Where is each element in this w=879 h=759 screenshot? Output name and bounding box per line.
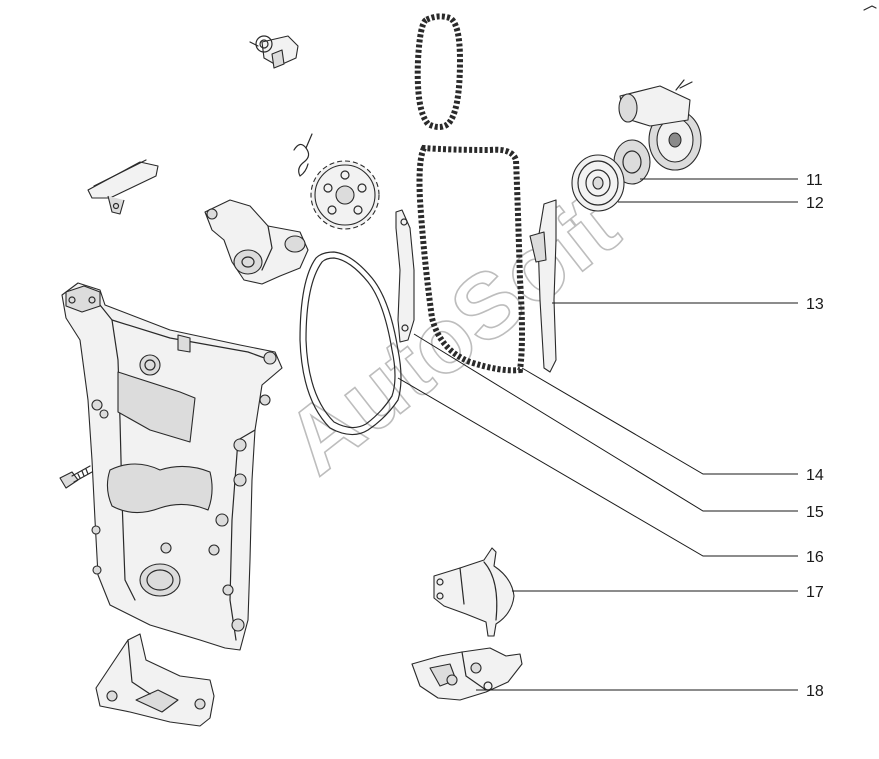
bracket-17 xyxy=(433,547,515,637)
callout-16: 16 xyxy=(806,549,824,566)
mount-bracket-18 xyxy=(411,647,523,701)
oil-pump xyxy=(204,199,309,285)
leader-lines xyxy=(397,178,798,691)
chain-guide-right xyxy=(529,199,557,373)
timing-chain-small xyxy=(414,13,464,130)
callout-12: 12 xyxy=(806,195,824,212)
belt-tensioner-assembly xyxy=(613,79,702,185)
timing-cover xyxy=(61,282,283,651)
timing-chain-main xyxy=(416,144,525,374)
callout-18: 18 xyxy=(806,683,824,700)
watermark-text: AutoSoft xyxy=(268,174,637,493)
chain-tensioner xyxy=(249,35,299,69)
corner-mark xyxy=(863,5,877,11)
callout-11: 11 xyxy=(806,172,823,189)
callout-13: 13 xyxy=(806,296,824,313)
mount-bracket-lower xyxy=(95,633,215,727)
camshaft-sprocket xyxy=(310,160,380,230)
callout-15: 15 xyxy=(806,504,824,521)
cover-gasket xyxy=(299,251,402,436)
guide-bracket xyxy=(87,159,159,215)
callout-14: 14 xyxy=(806,467,824,484)
callout-17: 17 xyxy=(806,584,824,601)
bolt xyxy=(59,465,93,489)
tensioner-spring xyxy=(293,133,313,177)
chain-guide-left xyxy=(395,209,415,343)
idler-pulley xyxy=(571,154,625,212)
